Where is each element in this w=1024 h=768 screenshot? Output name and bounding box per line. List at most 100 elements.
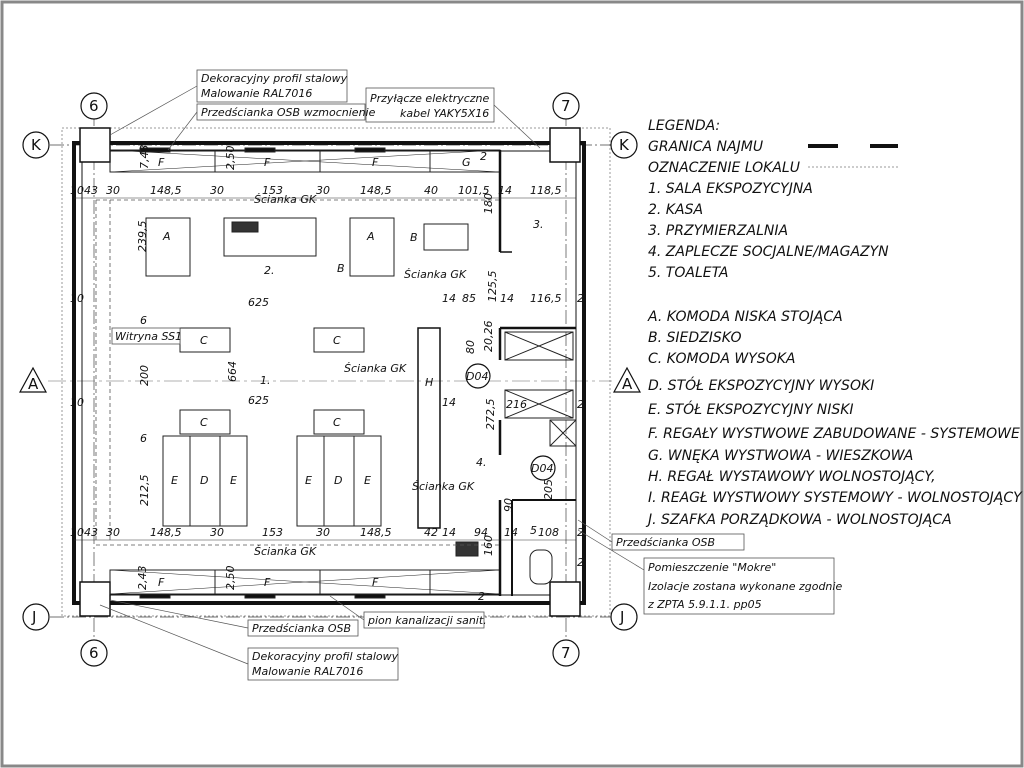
door-tag-2: D04 — [531, 462, 553, 475]
tag-e-1: E — [171, 474, 178, 487]
dim-250-bottom: 2,50 — [224, 566, 237, 591]
room-3-number: 3. — [533, 218, 544, 231]
axis-j-left: J — [31, 608, 36, 626]
dim-216: 216 — [506, 398, 527, 411]
callout-right-osb: Przedścianka OSB — [616, 536, 715, 549]
callout-sewer: pion kanalizacji sanit. — [367, 614, 487, 627]
dim-bottom-10: 14 — [442, 526, 456, 539]
axis-7-bottom: 7 — [561, 644, 571, 662]
label-wall-gk-4: Ścianka GK — [412, 480, 475, 493]
dim-250-top: 2,50 — [224, 146, 237, 171]
tag-f-4: F — [158, 576, 165, 589]
tag-c-3: C — [200, 416, 208, 429]
back-room-cabinets — [504, 331, 577, 585]
columns — [79, 127, 581, 617]
dim-bottom-4: 148,5 — [150, 526, 182, 539]
door-tag-1: D04 — [466, 370, 488, 383]
furniture-room-2 — [145, 217, 469, 277]
dim-bottom-5: 30 — [210, 526, 224, 539]
section-a-left: A — [28, 375, 39, 393]
callout-bottom-osb: Przedścianka OSB — [252, 622, 351, 635]
label-wall-gk-5: Ścianka GK — [254, 545, 317, 558]
leader-lines — [99, 85, 645, 665]
dim-2026: 20,26 — [482, 321, 495, 353]
tag-c-2: C — [333, 334, 341, 347]
tag-f-3: F — [372, 156, 379, 169]
callout-frames — [111, 69, 835, 681]
legend-title: LEGENDA: — [648, 118, 720, 134]
dim-top-11: 14 — [498, 184, 512, 197]
callout-electric-1: Przyłącze elektryczne — [370, 92, 490, 105]
dim-125: 125,5 — [486, 271, 499, 303]
legend-room-4: 4. ZAPLECZE SOCJALNE/MAGAZYN — [648, 244, 889, 260]
legend-furniture-d: D. STÓŁ EKSPOZYCYJNY WYSOKI — [648, 376, 874, 394]
legend-room-1: 1. SALA EKSPOZYCYJNA — [648, 181, 813, 197]
dim-6-b: 6 — [140, 432, 147, 445]
dim-160: 160 — [482, 535, 495, 556]
dim-243: 2,43 — [136, 566, 149, 591]
tag-c-4: C — [333, 416, 341, 429]
dim-bottom-9: 42 — [424, 526, 438, 539]
dim-664: 664 — [226, 361, 239, 382]
dim-14-c: 14 — [442, 396, 456, 409]
dim-top-1: 10 — [70, 184, 84, 197]
dim-180: 180 — [482, 193, 495, 214]
dim-bottom-1: 10 — [70, 526, 84, 539]
tag-a-2: A — [366, 230, 375, 243]
legend-lease-boundary: GRANICA NAJMU — [648, 139, 763, 155]
room-1-number: 1. — [260, 374, 271, 387]
callout-top-profile-2: Malowanie RAL7016 — [201, 87, 312, 100]
dim-200: 200 — [138, 365, 151, 386]
label-wall-gk-1: Ścianka GK — [254, 193, 317, 206]
storefront-lines — [95, 199, 500, 546]
dim-top-10: 101,5 — [458, 184, 490, 197]
unit-boundary — [61, 127, 611, 617]
dim-90: 90 — [502, 498, 515, 512]
dim-top-8: 148,5 — [360, 184, 392, 197]
tag-f-2: F — [264, 156, 271, 169]
legend-unit-marking: OZNACZENIE LOKALU — [648, 160, 800, 176]
furniture-room-1 — [162, 327, 479, 557]
room-5-number: 5 — [530, 524, 537, 537]
callout-wet-1: Pomieszczenie "Mokre" — [648, 561, 776, 574]
dim-top-9: 40 — [424, 184, 438, 197]
dim-2-c: 2 — [480, 150, 487, 163]
interior-walls — [417, 150, 576, 596]
dim-top-7: 30 — [316, 184, 330, 197]
label-wall-gk-2: Ścianka GK — [404, 268, 467, 281]
tag-g-1: G — [462, 156, 471, 169]
callout-bottom-profile-2: Malowanie RAL7016 — [252, 665, 363, 678]
dim-bottom-8: 148,5 — [360, 526, 392, 539]
label-wall-gk-3: Ścianka GK — [344, 362, 407, 375]
dim-top-5: 30 — [210, 184, 224, 197]
tag-a-1: A — [162, 230, 171, 243]
top-shelving-f — [109, 147, 501, 173]
axis-k-left: K — [31, 136, 42, 154]
callout-top-osb: Przedścianka OSB wzmocnienie — [201, 106, 376, 119]
tag-h-1: H — [425, 376, 433, 389]
axis-7-top: 7 — [561, 97, 571, 115]
legend-furniture-g: G. WNĘKA WYSTWOWA - WIESZKOWA — [648, 448, 913, 464]
dim-top-4: 148,5 — [150, 184, 182, 197]
exterior-walls — [72, 141, 586, 605]
tag-e-2: E — [230, 474, 237, 487]
room-2-number: 2. — [264, 264, 275, 277]
legend-room-5: 5. TOALETA — [648, 265, 728, 281]
dim-2-d: 2 — [478, 590, 485, 603]
dim-bottom-2: 43 — [84, 526, 98, 539]
tag-f-6: F — [372, 576, 379, 589]
dim-top-2: 43 — [84, 184, 98, 197]
dim-239: 239,5 — [136, 221, 149, 253]
legend-furniture-e: E. STÓŁ EKSPOZYCYJNY NISKI — [648, 400, 854, 418]
axis-k-right: K — [619, 136, 630, 154]
legend-furniture-i: I. REAGŁ WYSTWOWY SYSTEMOWY - WOLNOSTOJĄ… — [648, 490, 1023, 506]
legend-room-3: 3. PRZYMIERZALNIA — [648, 223, 788, 239]
tag-e-4: E — [364, 474, 371, 487]
axis-bubbles — [18, 92, 642, 667]
axis-j-right: J — [619, 608, 624, 626]
section-a-right: A — [622, 375, 633, 393]
dim-bottom-3: 30 — [106, 526, 120, 539]
dim-625-a: 625 — [248, 296, 269, 309]
tag-b-1: B — [337, 262, 345, 275]
